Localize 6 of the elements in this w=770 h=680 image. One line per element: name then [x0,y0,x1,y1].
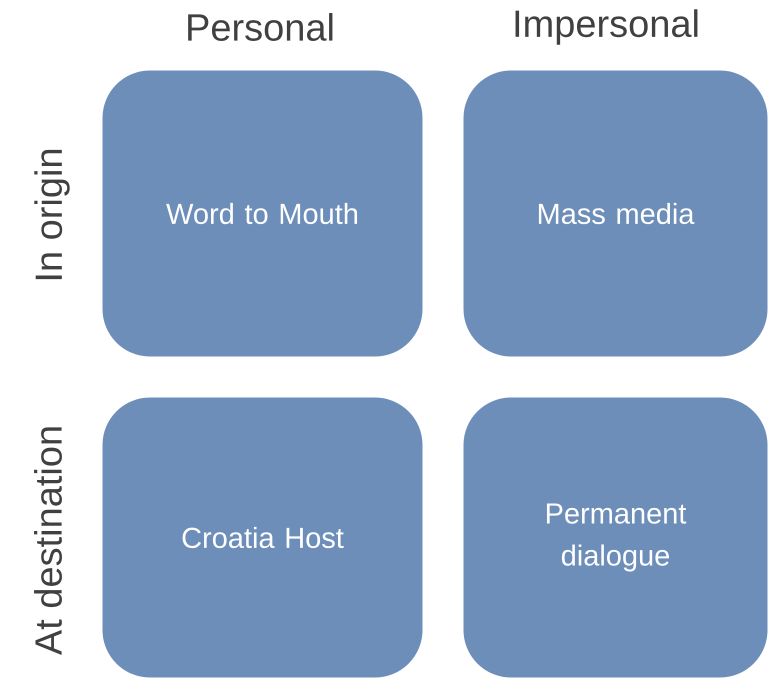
rounded-box: Croatia Host [102,396,424,678]
column-heading: Impersonal [516,9,698,45]
rounded-box: Word to Mouth [102,70,424,358]
rounded-box: Permanent dialogue [462,396,768,678]
row-heading: At destination [34,427,62,656]
rounded-box: Mass media [462,70,768,358]
